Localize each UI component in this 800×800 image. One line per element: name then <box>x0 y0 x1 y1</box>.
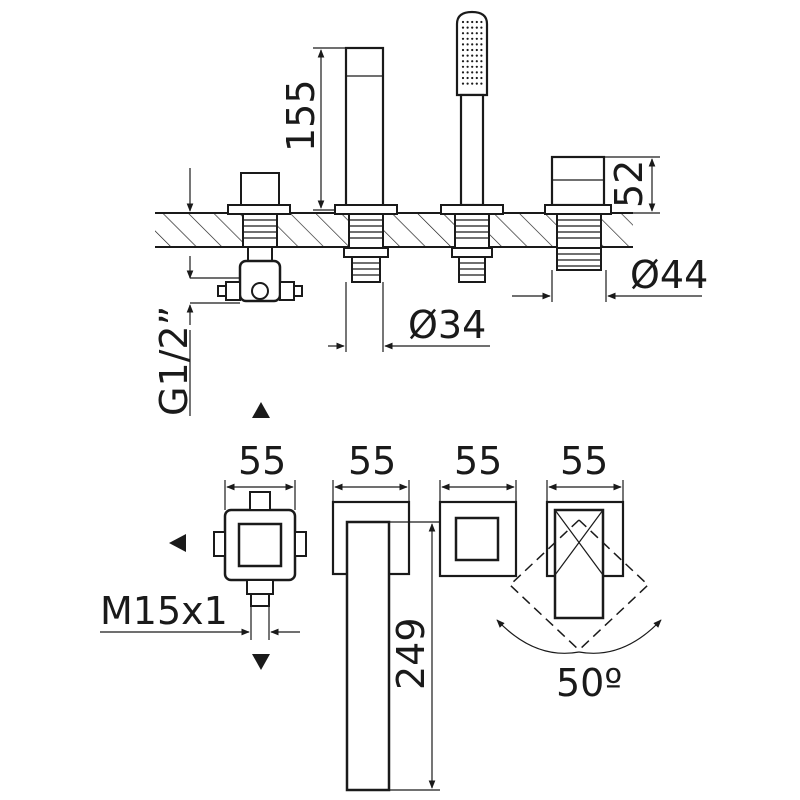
shower-nozzle-dot <box>466 43 469 46</box>
mixer-valve-plan <box>169 402 307 670</box>
shower-nozzle-dot <box>471 32 474 35</box>
shower-nozzle-dot <box>480 71 483 74</box>
diverter-elevation <box>544 155 612 271</box>
mixer-valve-elevation <box>190 172 303 304</box>
shower-nozzle-dot <box>471 48 474 52</box>
dimension-label-55-spout: 55 <box>348 439 396 483</box>
arrow-left-icon <box>169 534 186 552</box>
shower-nozzle-dot <box>471 26 474 29</box>
shower-nozzle-dot <box>466 37 469 40</box>
shower-nozzle-dot <box>466 48 469 52</box>
dimension-m15x1: M15x1 <box>100 589 300 640</box>
shower-nozzle-dot <box>461 43 465 46</box>
dimension-label-249: 249 <box>389 617 433 690</box>
shower-nozzle-dot <box>471 37 474 40</box>
dimension-label-o34: Ø34 <box>408 303 486 347</box>
dimension-label-m15x1: M15x1 <box>100 589 228 633</box>
shower-nozzle-dot <box>475 54 478 57</box>
shower-nozzle-dot <box>475 71 478 74</box>
shower-nozzle-dot <box>480 60 483 63</box>
shower-nozzle-dot <box>475 76 478 80</box>
shower-nozzle-dot <box>475 26 478 29</box>
dimension-o34: Ø34 <box>328 282 490 352</box>
shower-nozzle-dot <box>480 43 483 46</box>
shower-nozzle-dot <box>475 32 478 35</box>
dimension-o44: Ø44 <box>512 253 708 302</box>
shower-nozzle-dot <box>471 20 474 24</box>
shower-nozzle-dot <box>461 65 465 68</box>
shower-nozzle-dot <box>480 26 483 29</box>
shower-nozzle-dot <box>461 20 465 24</box>
shower-nozzle-dot <box>480 37 483 40</box>
shower-nozzle-dot <box>471 65 474 68</box>
dimension-52: 52 <box>604 156 660 214</box>
shower-nozzle-dot <box>461 32 465 35</box>
shower-nozzle-dot <box>480 32 483 35</box>
shower-nozzle-dot <box>461 54 465 57</box>
shower-nozzle-dot <box>475 43 478 46</box>
shower-nozzle-dot <box>461 26 465 29</box>
shower-nozzle-dot <box>471 76 474 80</box>
shower-nozzle-dot <box>471 60 474 63</box>
dimension-label-55-diverter: 55 <box>560 439 608 483</box>
mixer-thread <box>243 219 277 239</box>
shower-nozzle-dot <box>480 82 483 85</box>
shower-nozzle-dot <box>471 54 474 57</box>
spout-elevation <box>334 46 398 283</box>
deck-thickness-dimension: G1/2” <box>152 168 196 416</box>
dimension-label-thread: G1/2” <box>152 306 196 416</box>
diverter-plan: 55 50º <box>496 439 662 705</box>
shower-nozzle-dot <box>480 65 483 68</box>
shower-nozzle-dot <box>466 60 469 63</box>
shower-nozzle-dot <box>480 76 483 80</box>
shower-nozzle-dot <box>466 20 469 24</box>
dimension-55-mixer: 55 <box>224 439 296 510</box>
shower-nozzle-dot <box>471 82 474 85</box>
shower-nozzle-dot <box>466 26 469 29</box>
shower-nozzle-dot <box>480 48 483 52</box>
shower-nozzle-dot <box>461 48 465 52</box>
shower-nozzle-dot <box>466 54 469 57</box>
dimension-label-50-degrees: 50º <box>556 661 622 705</box>
dimension-155: 155 <box>279 47 346 211</box>
shower-nozzle-dot <box>461 82 465 85</box>
shower-nozzle-dot <box>461 76 465 80</box>
shower-nozzle-dot <box>461 37 465 40</box>
spout-plan: 55 249 <box>331 439 440 792</box>
shower-nozzle-dot <box>475 82 478 85</box>
dimension-label-55-shower: 55 <box>454 439 502 483</box>
shower-nozzle-dot <box>475 20 478 24</box>
shower-nozzle-dot <box>466 71 469 74</box>
shower-nozzle-dot <box>471 71 474 74</box>
shower-nozzle-dot <box>475 48 478 52</box>
shower-nozzle-dot <box>466 76 469 80</box>
shower-nozzle-dot <box>475 60 478 63</box>
shower-nozzles <box>461 20 483 85</box>
shower-nozzle-dot <box>466 65 469 68</box>
shower-nozzle-dot <box>461 71 465 74</box>
shower-nozzle-dot <box>480 20 483 24</box>
shower-nozzle-dot <box>466 82 469 85</box>
shower-nozzle-dot <box>475 37 478 40</box>
hand-shower-plan: 55 <box>438 439 518 578</box>
shower-nozzle-dot <box>480 54 483 57</box>
shower-nozzle-dot <box>475 65 478 68</box>
shower-nozzle-dot <box>461 60 465 63</box>
dimension-label-52: 52 <box>607 160 651 208</box>
arrow-down-icon <box>252 654 270 670</box>
arrow-up-icon <box>252 402 270 418</box>
shower-nozzle-dot <box>471 43 474 46</box>
shower-nozzle-dot <box>466 32 469 35</box>
hand-shower-elevation <box>440 10 504 283</box>
dimension-label-155: 155 <box>279 79 323 152</box>
dimension-label-o44: Ø44 <box>630 253 708 297</box>
dimension-label-55-mixer: 55 <box>238 439 286 483</box>
